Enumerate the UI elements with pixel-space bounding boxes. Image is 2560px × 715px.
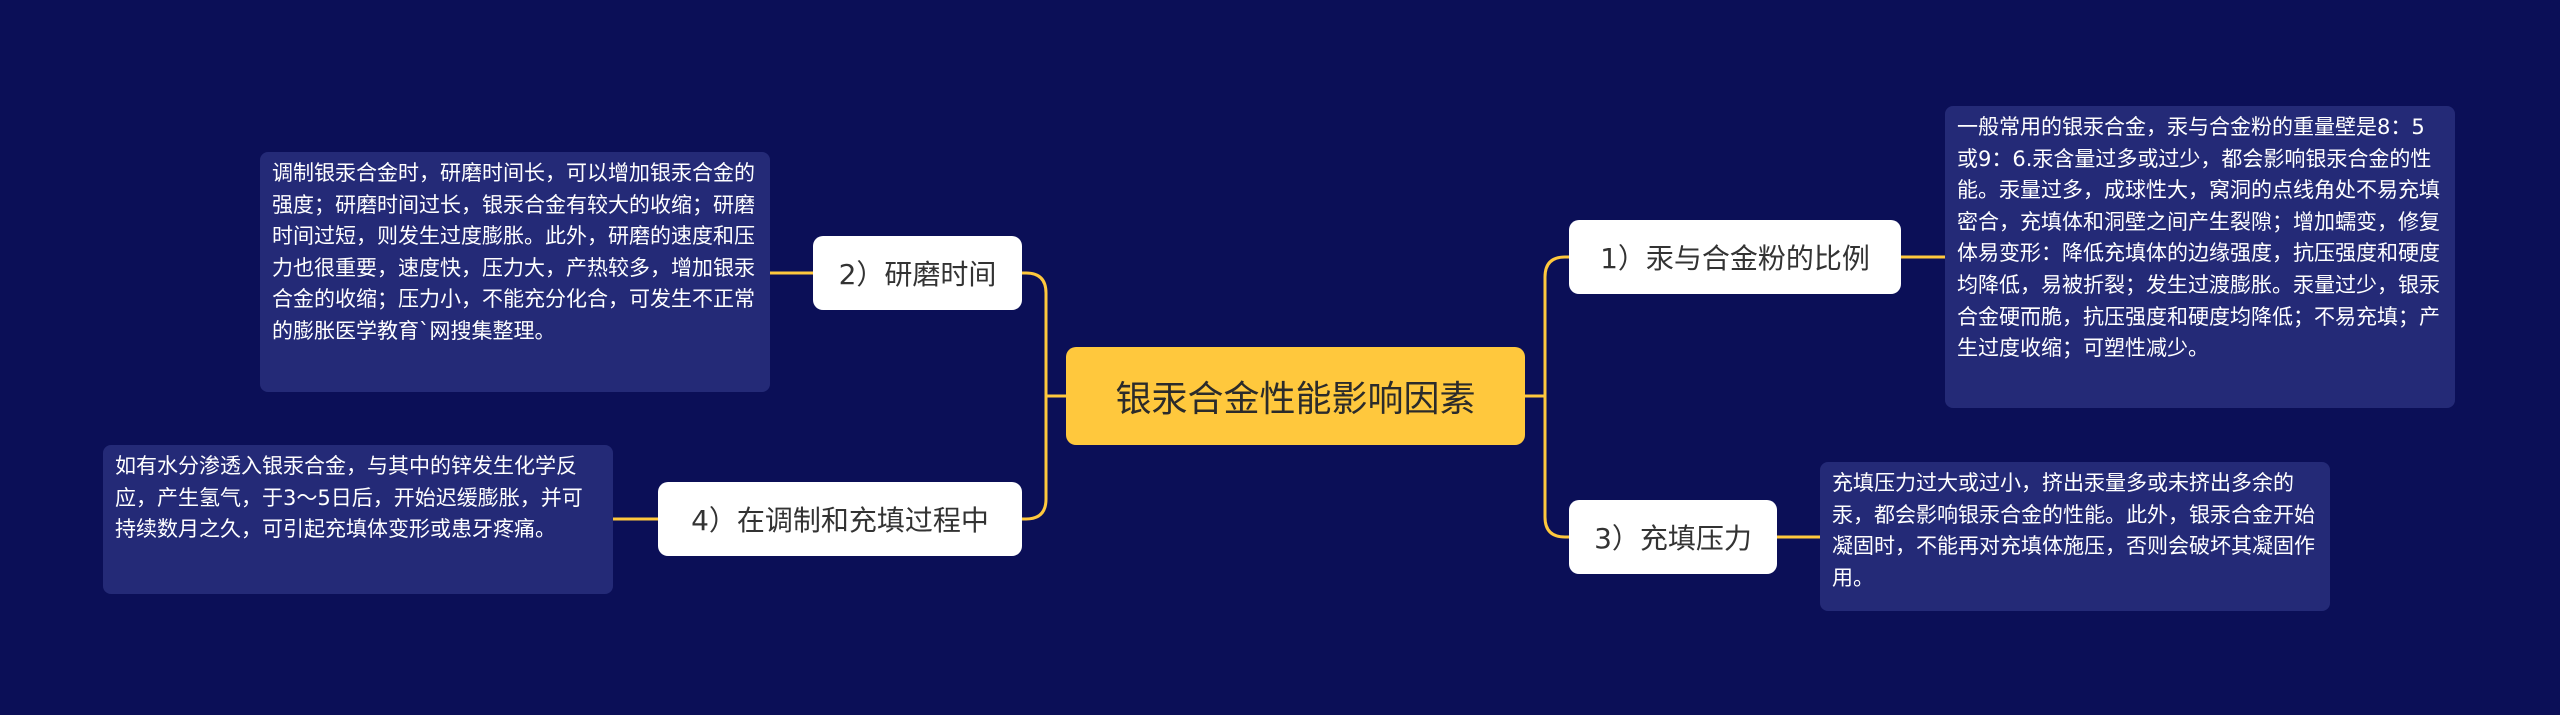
detail-trituration-time: 调制银汞合金时，研磨时间长，可以增加银汞合金的强度；研磨时间过长，银汞合金有较大… — [260, 152, 770, 392]
connector-to-branch-4 — [1022, 396, 1048, 521]
detail-mercury-alloy-ratio: 一般常用的银汞合金，汞与合金粉的重量壁是8：5或9：6.汞含量过多或过少，都会影… — [1945, 106, 2455, 408]
connector-to-branch-2 — [1022, 271, 1048, 396]
connector-to-branch-3 — [1543, 396, 1569, 539]
branch-condensation-pressure[interactable]: 3）充填压力 — [1569, 500, 1777, 574]
detail-condensation-pressure: 充填压力过大或过小，挤出汞量多或未挤出多余的汞，都会影响银汞合金的性能。此外，银… — [1820, 462, 2330, 611]
branch-trituration-time[interactable]: 2）研磨时间 — [813, 236, 1022, 310]
connector-to-branch-1 — [1543, 255, 1569, 396]
detail-mixing-and-filling: 如有水分渗透入银汞合金，与其中的锌发生化学反应，产生氢气，于3～5日后，开始迟缓… — [103, 445, 613, 594]
branch-mercury-alloy-ratio[interactable]: 1）汞与合金粉的比例 — [1569, 220, 1901, 294]
central-topic[interactable]: 银汞合金性能影响因素 — [1066, 347, 1525, 445]
branch-mixing-and-filling[interactable]: 4）在调制和充填过程中 — [658, 482, 1022, 556]
